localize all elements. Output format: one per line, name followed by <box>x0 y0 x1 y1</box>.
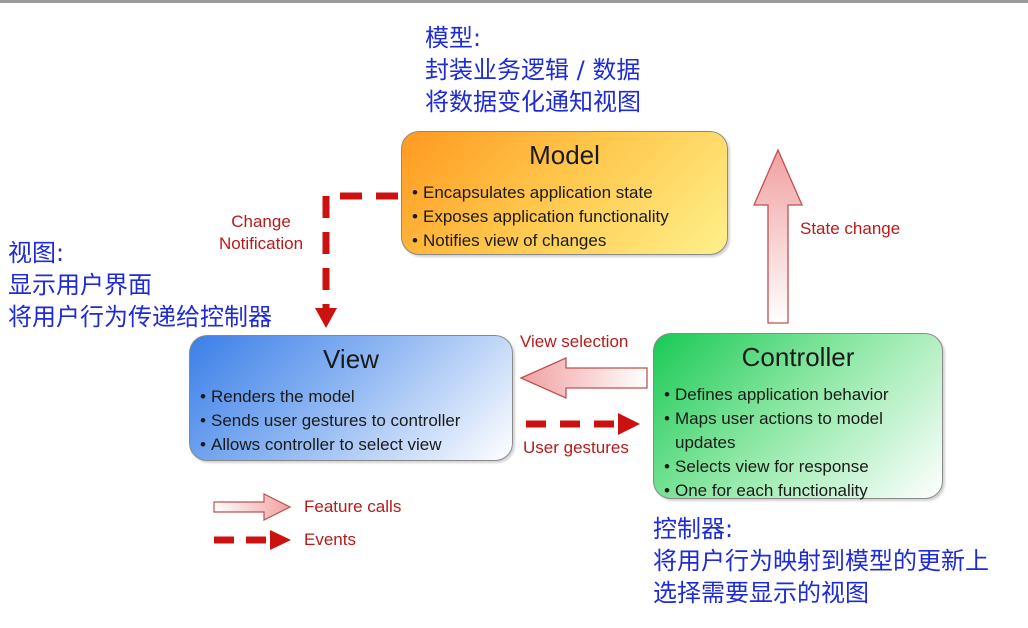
change-notification-label-line: Change <box>231 212 291 231</box>
top-border <box>0 0 1028 3</box>
model-title: Model <box>529 140 600 170</box>
user-gestures-arrow <box>526 413 640 435</box>
controller-bullet: Defines application behavior <box>664 383 942 407</box>
model-note-line: 封装业务逻辑 / 数据 <box>425 56 641 84</box>
model-bullet: Exposes application functionality <box>412 205 727 229</box>
controller-box: Controller Defines application behavior … <box>653 333 943 503</box>
controller-bullet-continuation: updates <box>675 433 736 452</box>
view-bullet: Allows controller to select view <box>200 433 512 457</box>
view-note-line: 显示用户界面 <box>8 271 152 299</box>
view-bullet-list: Renders the model Sends user gestures to… <box>190 385 512 457</box>
model-bullet: Encapsulates application state <box>412 181 727 205</box>
state-change-arrow <box>753 148 803 324</box>
change-notification-label-line: Notification <box>218 234 304 253</box>
legend-events-label: Events <box>304 530 356 549</box>
change-notification-label: Change Notification <box>216 211 306 255</box>
change-notification-arrow <box>315 192 398 328</box>
controller-bullet-list: Defines application behavior Maps user a… <box>654 383 942 503</box>
view-title: View <box>323 344 379 374</box>
model-box: Model Encapsulates application state Exp… <box>401 131 728 255</box>
legend-feature-calls-label: Feature calls <box>304 497 402 516</box>
controller-bullet: One for each functionality <box>664 479 942 503</box>
model-note-line: 模型: <box>425 24 482 52</box>
model-bullet: Notifies view of changes <box>412 229 727 253</box>
view-box: View Renders the model Sends user gestur… <box>189 335 513 461</box>
view-bullet: Sends user gestures to controller <box>200 409 512 433</box>
controller-title: Controller <box>741 342 855 372</box>
controller-bullet: Maps user actions to model <box>664 407 942 431</box>
view-selection-label: View selection <box>520 332 629 351</box>
view-note-line: 将用户行为传递给控制器 <box>8 303 272 331</box>
controller-note-line: 控制器: <box>653 515 734 543</box>
state-change-label: State change <box>800 219 901 238</box>
model-note: 模型: 封装业务逻辑 / 数据 将数据变化通知视图 <box>425 22 641 118</box>
legend-events-arrow <box>214 530 291 550</box>
user-gestures-label: User gestures <box>523 438 629 457</box>
controller-note-line: 选择需要显示的视图 <box>653 579 869 607</box>
view-note-line: 视图: <box>8 239 65 267</box>
controller-bullet: Selects view for response <box>664 455 942 479</box>
controller-note-line: 将用户行为映射到模型的更新上 <box>653 547 989 575</box>
view-note: 视图: 显示用户界面 将用户行为传递给控制器 <box>8 237 272 333</box>
model-note-line: 将数据变化通知视图 <box>425 88 641 116</box>
legend-feature-calls-arrow <box>213 493 292 521</box>
view-selection-arrow <box>519 356 648 400</box>
view-bullet: Renders the model <box>200 385 512 409</box>
controller-note: 控制器: 将用户行为映射到模型的更新上 选择需要显示的视图 <box>653 513 989 609</box>
model-bullet-list: Encapsulates application state Exposes a… <box>402 181 727 253</box>
